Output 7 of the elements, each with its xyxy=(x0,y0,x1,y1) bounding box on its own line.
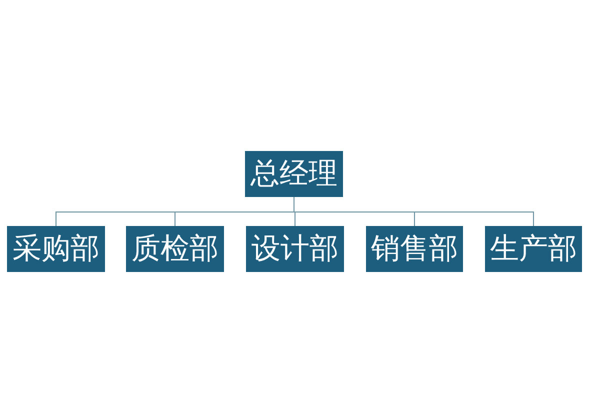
department-box: 设计部 xyxy=(246,226,344,272)
department-box: 销售部 xyxy=(366,226,463,272)
department-box: 质检部 xyxy=(126,226,224,272)
manager-box: 总经理 xyxy=(245,151,343,197)
department-box: 生产部 xyxy=(485,226,582,272)
department-box: 采购部 xyxy=(7,226,105,272)
connector-line xyxy=(294,196,534,226)
